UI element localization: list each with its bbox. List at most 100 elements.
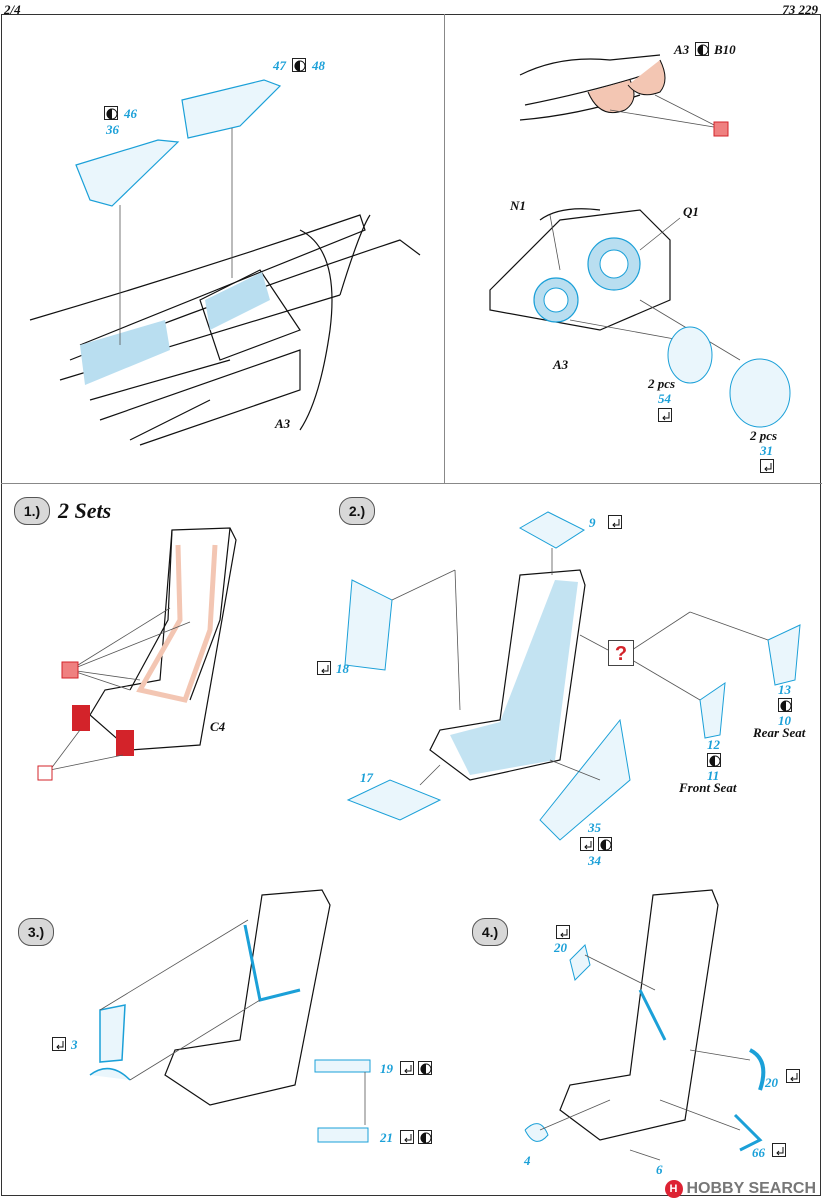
flip-side-icon-13: [778, 698, 792, 712]
flip-side-icon-21: [418, 1130, 432, 1144]
part-number-47: 47: [273, 58, 286, 73]
quantity-2pcs-a: 2 pcs: [648, 376, 676, 391]
panel1-cockpit-tub: [29, 214, 421, 446]
paint-red-icon-s1: [61, 661, 79, 679]
step4-seat: [559, 889, 719, 1141]
step-4-badge: 4.): [472, 918, 508, 946]
step1-red-block-right: [116, 730, 134, 756]
step3-part3: [89, 1004, 131, 1081]
step4-part4: [524, 1123, 549, 1142]
bend-icon-35: [580, 837, 594, 851]
panel1-console-fill-left: [80, 320, 170, 385]
step2-part12: [699, 681, 726, 739]
flip-side-icon-47: [292, 58, 306, 72]
part-number-17: 17: [360, 770, 373, 785]
panel2-ring-right: [627, 59, 666, 96]
bend-icon-9: [608, 515, 622, 529]
step2-seat-fill: [450, 580, 578, 775]
bend-icon-54: [658, 408, 672, 422]
panel3-part31: [729, 358, 791, 428]
flip-side-icon-p2: [695, 42, 709, 56]
part-number-21: 21: [380, 1130, 393, 1145]
kit-part-a3-p2: A3: [674, 42, 690, 57]
part-number-20-top: 20: [554, 940, 567, 955]
flip-side-icon-46: [104, 106, 118, 120]
hobby-search-logo-icon: H: [664, 1179, 683, 1198]
part-number-11: 11: [707, 768, 720, 783]
bend-icon-21: [400, 1130, 414, 1144]
flip-side-icon-12: [707, 753, 721, 767]
part-number-13: 13: [778, 682, 791, 697]
kit-part-c4: C4: [210, 719, 226, 734]
part-number-10: 10: [778, 713, 791, 728]
bend-icon-3: [52, 1037, 66, 1051]
part-number-34: 34: [588, 853, 601, 868]
part-number-35: 35: [588, 820, 601, 835]
kit-part-n1: N1: [510, 198, 526, 213]
part-number-4: 4: [524, 1153, 531, 1168]
bend-icon-20a: [556, 925, 570, 939]
part-number-46: 46: [124, 106, 137, 121]
kit-part-q1: Q1: [683, 204, 699, 219]
step4-part20-top: [569, 944, 591, 981]
step4-part66: [733, 1113, 763, 1152]
panel1-leader-lines: [119, 128, 233, 345]
part-number-19: 19: [380, 1061, 393, 1076]
step4-part20-right: [748, 1048, 766, 1091]
step-1-badge: 1.): [14, 497, 50, 525]
part-number-66: 66: [752, 1145, 765, 1160]
step-3-badge: 3.): [18, 918, 54, 946]
panel3-part54: [667, 326, 713, 384]
quantity-2pcs-b: 2 pcs: [750, 428, 778, 443]
part-number-54: 54: [658, 391, 671, 406]
panel1-part47-outline: [181, 79, 282, 139]
sets-note: 2 Sets: [58, 498, 112, 523]
part-number-12: 12: [707, 737, 720, 752]
bend-icon-31: [760, 459, 774, 473]
remove-part-icon-s1: [37, 765, 53, 781]
part-number-31: 31: [760, 443, 773, 458]
page-frame: [1, 14, 821, 1196]
step2-part18: [344, 579, 393, 671]
part-number-20-right: 20: [765, 1075, 778, 1090]
panel1-console-fill-right: [205, 272, 270, 330]
step2-part9: [518, 511, 586, 549]
page-number-right: 73 229: [782, 2, 818, 17]
part-number-6: 6: [656, 1162, 663, 1177]
paint-red-icon-p2: [713, 121, 729, 137]
front-seat-label: Front Seat: [679, 780, 737, 795]
divider-top: [1, 483, 822, 484]
part-number-36: 36: [106, 122, 119, 137]
watermark-text: HOBBY SEARCH: [686, 1180, 817, 1197]
page-number-left: 2/4: [4, 2, 21, 17]
part-number-18: 18: [336, 661, 349, 676]
rear-seat-label: Rear Seat: [753, 725, 806, 740]
question-mark-box: ?: [608, 640, 634, 666]
step2-part35: [539, 718, 631, 841]
flip-side-icon-35: [598, 837, 612, 851]
step1-straps: [136, 544, 218, 703]
step-2-badge: 2.): [339, 497, 375, 525]
step1-red-block-left: [72, 705, 90, 731]
step3-seat: [164, 889, 331, 1106]
kit-part-a3-p1: A3: [275, 416, 291, 431]
flip-side-icon-19: [418, 1061, 432, 1075]
bend-icon-19: [400, 1061, 414, 1075]
part-number-48: 48: [312, 58, 325, 73]
step3-part19: [314, 1059, 371, 1073]
panel1-part46-outline: [75, 139, 180, 207]
part-number-9: 9: [589, 515, 596, 530]
step2-part13: [767, 624, 801, 686]
step2-part17: [346, 779, 442, 821]
kit-part-b10: B10: [714, 42, 736, 57]
bend-icon-66: [772, 1143, 786, 1157]
step3-part21: [317, 1127, 369, 1143]
part-number-3: 3: [71, 1037, 78, 1052]
bend-icon-18: [317, 661, 331, 675]
bend-icon-20b: [786, 1069, 800, 1083]
panel3-intakes: [489, 208, 671, 331]
kit-part-a3-p3: A3: [553, 357, 569, 372]
divider-vertical-top: [444, 14, 445, 483]
